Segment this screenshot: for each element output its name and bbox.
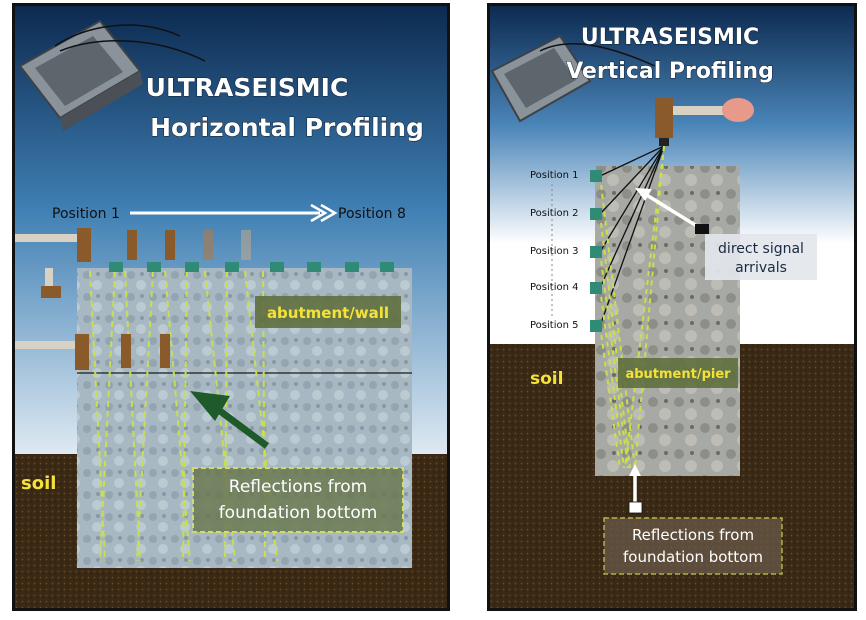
structure-label: abutment/pier — [625, 367, 731, 382]
callout-line1: Reflections from — [632, 526, 754, 544]
horizontal-profiling-panel: ULTRASEISMIC Horizontal Profiling Positi… — [12, 3, 450, 611]
reflection-rays — [599, 145, 665, 469]
arrow-icon — [190, 391, 270, 449]
direct-signal-rays — [599, 145, 665, 327]
hammer-icon — [655, 98, 754, 146]
arrow-icon — [635, 188, 709, 234]
title-line2: Horizontal Profiling — [150, 113, 424, 142]
sensor-column — [590, 170, 602, 332]
callout-line2: foundation bottom — [623, 548, 763, 566]
callout-line2: foundation bottom — [219, 503, 378, 523]
position-4-label: Position 4 — [530, 282, 578, 293]
title-line1: ULTRASEISMIC — [581, 25, 759, 50]
structure-label: abutment/wall — [267, 304, 389, 322]
sensor-row — [109, 262, 394, 272]
vertical-profiling-illustration: ULTRASEISMIC Vertical Profiling — [490, 6, 854, 608]
horizontal-profiling-illustration: ULTRASEISMIC Horizontal Profiling Positi… — [15, 6, 447, 608]
hammer-icon — [15, 228, 251, 370]
title-line2: Vertical Profiling — [566, 59, 774, 84]
soil-label: soil — [21, 473, 56, 494]
arrow-icon — [628, 464, 643, 514]
seismograph-device-icon — [490, 34, 656, 123]
position-start-label: Position 1 — [52, 206, 120, 222]
structure-label-box — [255, 296, 401, 328]
double-chevron-right-icon — [310, 203, 338, 223]
direct-signal-line2: arrivals — [735, 260, 787, 276]
callout-line1: Reflections from — [229, 477, 367, 497]
callout-box — [192, 467, 404, 533]
position-2-label: Position 2 — [530, 208, 578, 219]
vertical-profiling-panel: ULTRASEISMIC Vertical Profiling — [487, 3, 857, 611]
structure-label-box — [618, 358, 738, 388]
position-3-label: Position 3 — [530, 246, 578, 257]
position-end-label: Position 8 — [338, 206, 406, 222]
title-line1: ULTRASEISMIC — [146, 73, 349, 102]
soil-label: soil — [530, 369, 563, 389]
direct-signal-box — [705, 234, 817, 280]
position-1-label: Position 1 — [530, 170, 578, 181]
seismograph-device-icon — [18, 19, 206, 131]
direct-signal-line1: direct signal — [718, 241, 804, 257]
callout-box — [603, 517, 783, 575]
position-5-label: Position 5 — [530, 320, 578, 331]
